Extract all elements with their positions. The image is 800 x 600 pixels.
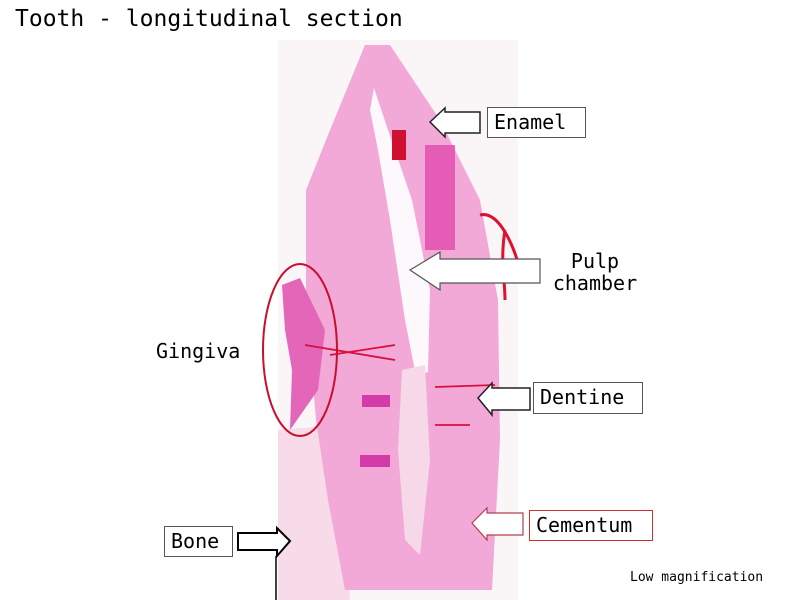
- stain-band: [362, 395, 390, 407]
- enamel-label: Enamel: [487, 107, 586, 138]
- pulp-arrow: [408, 250, 541, 292]
- pulp-chamber-label: Pulp chamber: [549, 250, 641, 294]
- stain-band: [360, 455, 390, 467]
- page-title: Tooth - longitudinal section: [15, 6, 403, 32]
- bone-arrow: [237, 525, 292, 559]
- gingiva-tissue: [282, 278, 325, 430]
- cementum-arrow: [471, 506, 524, 542]
- enamel-arrow: [428, 106, 481, 139]
- gingiva-highlight-ellipse: [262, 263, 338, 437]
- magnification-note: Low magnification: [630, 570, 764, 585]
- pulp-label-line1: Pulp: [570, 249, 620, 273]
- dentine-label: Dentine: [533, 382, 643, 414]
- root-canal-debris: [398, 365, 430, 555]
- cementum-label: Cementum: [529, 510, 653, 541]
- pulp-label-line2: chamber: [552, 271, 638, 295]
- dentine-arrow: [477, 381, 531, 418]
- bone-label: Bone: [164, 526, 233, 557]
- blood-vessel: [304, 344, 496, 426]
- pulp-chamber: [370, 88, 430, 376]
- stain-band: [425, 145, 455, 250]
- stain-band: [392, 130, 406, 160]
- gingiva-label: Gingiva: [156, 339, 241, 363]
